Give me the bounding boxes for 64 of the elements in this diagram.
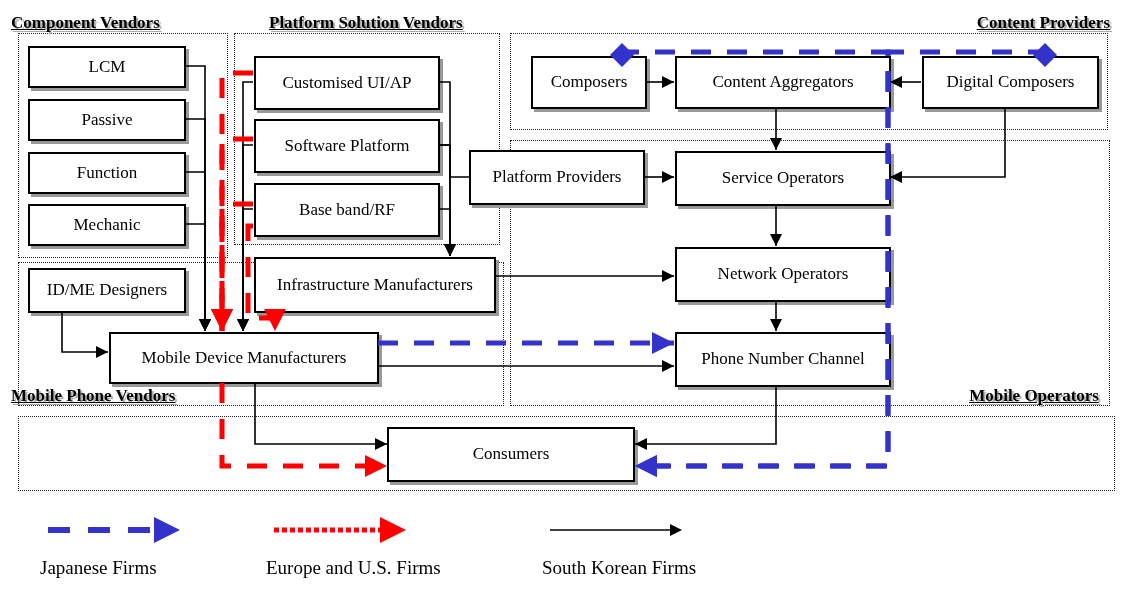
process-box: [922, 56, 1099, 109]
arrow: [770, 300, 782, 332]
box-label: LCM: [88, 57, 126, 77]
arrow: [770, 204, 782, 247]
arrow: [378, 332, 674, 354]
process-box: [387, 427, 635, 482]
process-box: [28, 268, 186, 313]
process-box: [28, 204, 186, 246]
legend-label: Japanese Firms: [40, 557, 157, 579]
box-label: Platform Providers: [492, 168, 622, 187]
process-box: [675, 247, 891, 302]
arrow: [494, 270, 675, 282]
group-title: Component Vendors: [11, 13, 160, 33]
process-box: [28, 46, 186, 88]
arrow: [644, 171, 675, 183]
process-box: [254, 183, 440, 237]
arrow: [438, 208, 456, 257]
box-label: Digital Composers: [946, 73, 1075, 92]
arrow: [254, 382, 388, 450]
box-label: Phone Number Channel: [701, 350, 865, 369]
arrow: [237, 208, 254, 332]
arrow: [184, 223, 211, 332]
group-title: Mobile Operators: [969, 386, 1099, 406]
box-label: Function: [76, 163, 138, 183]
arrow: [634, 385, 777, 450]
process-box: [675, 56, 891, 109]
process-box: [675, 151, 891, 206]
arrow: [219, 383, 387, 477]
box-label: Mobile Device Manufacturers: [141, 348, 347, 368]
process-box: [254, 56, 440, 110]
arrow: [377, 360, 675, 372]
process-box: [469, 150, 645, 205]
process-box: [531, 56, 647, 109]
legend-label: Europe and U.S. Firms: [266, 557, 441, 579]
box-label: Composers: [550, 73, 628, 92]
box-label: Mechanic: [73, 215, 141, 235]
process-box: [28, 152, 186, 194]
box-label: Passive: [81, 110, 133, 130]
arrow: [770, 107, 782, 151]
box-label: Base band/RF: [299, 200, 395, 220]
group-title: Content Providers: [976, 13, 1110, 33]
box-label: Infrastructure Manufacturers: [277, 275, 473, 295]
arrow: [61, 311, 109, 358]
box-label: Service Operators: [721, 169, 845, 188]
box-label: Content Aggregators: [712, 73, 854, 92]
arrow: [645, 76, 675, 88]
arrow: [889, 107, 1006, 183]
process-box: [254, 119, 440, 173]
process-box: [254, 257, 496, 313]
box-label: Customised UI/AP: [282, 73, 412, 93]
arrow: [211, 201, 253, 331]
group-title: Platform Solution Vendors: [269, 13, 463, 33]
arrow: [889, 76, 922, 88]
process-box: [675, 332, 891, 387]
group-title: Mobile Phone Vendors: [11, 386, 176, 406]
legend-label: South Korean Firms: [542, 557, 697, 579]
process-box: [109, 332, 379, 384]
arrow: [245, 223, 286, 331]
box-label: Network Operators: [717, 265, 849, 284]
box-label: Software Platform: [284, 136, 410, 156]
arrow: [635, 43, 1057, 477]
process-box: [28, 99, 186, 141]
box-label: Consumers: [472, 445, 550, 464]
box-label: ID/ME Designers: [46, 281, 168, 300]
